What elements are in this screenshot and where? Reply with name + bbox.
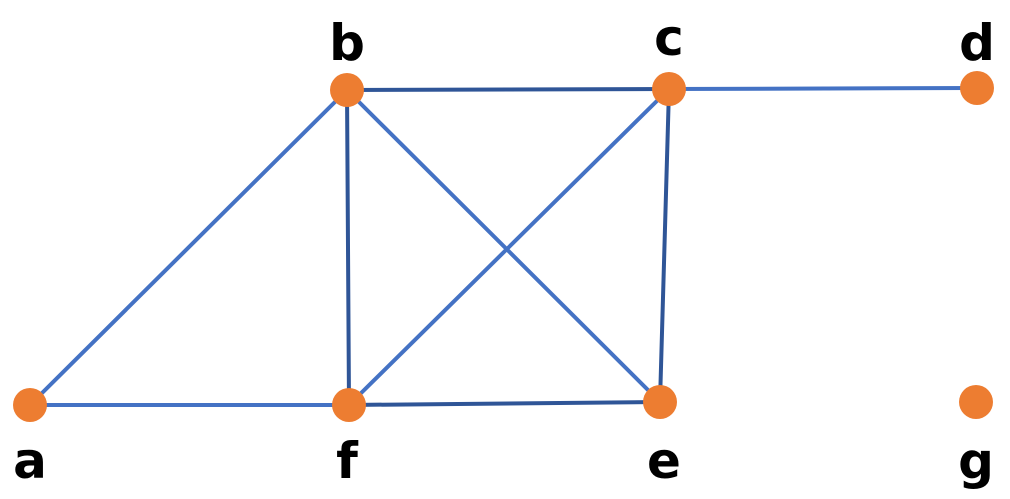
node-label-b: b xyxy=(329,14,365,72)
labels-layer: a b c d e f g xyxy=(13,9,995,490)
edge-b-f xyxy=(345,88,351,407)
node-label-c: c xyxy=(654,9,684,67)
node-f xyxy=(332,388,366,422)
edges-layer xyxy=(28,86,979,407)
node-g xyxy=(959,385,993,419)
node-label-e: e xyxy=(647,432,681,490)
node-e xyxy=(643,385,677,419)
node-b xyxy=(330,73,364,107)
node-label-d: d xyxy=(959,14,995,72)
node-d xyxy=(960,71,994,105)
edge-f-e xyxy=(347,400,662,407)
node-label-f: f xyxy=(336,432,359,490)
node-label-g: g xyxy=(958,432,994,490)
node-a xyxy=(13,388,47,422)
edge-c-d xyxy=(667,86,979,91)
edge-b-c xyxy=(345,87,671,92)
edge-c-f xyxy=(347,87,671,407)
edge-b-e xyxy=(345,88,662,404)
edge-c-e xyxy=(658,87,671,404)
edge-a-b xyxy=(28,88,349,407)
nodes-layer xyxy=(13,71,994,422)
node-c xyxy=(652,72,686,106)
node-label-a: a xyxy=(13,432,47,490)
